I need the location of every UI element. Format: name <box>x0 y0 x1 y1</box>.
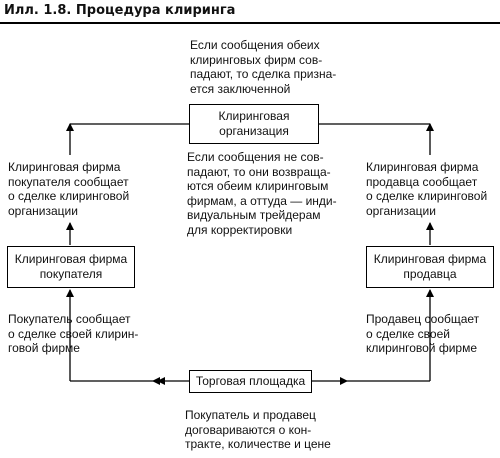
note-buyer-firm-reports: Клиринговая фирма покупателя сообщает о … <box>8 160 130 218</box>
arrowhead-bottom-right <box>340 377 348 385</box>
arrowhead-bottom-left <box>152 377 160 385</box>
seller-clearing-firm-box: Клиринговая фирма продавца <box>366 246 494 288</box>
note-mismatch: Если сообщения не сов- падают, то они во… <box>187 150 337 237</box>
figure-title: Илл. 1.8. Процедура клиринга <box>4 3 236 18</box>
clearing-organization-box: Клиринговая организация <box>189 104 319 144</box>
note-top-match: Если сообщения обеих клиринговых фирм со… <box>190 38 337 96</box>
title-underline <box>0 22 500 24</box>
note-agreement: Покупатель и продавец договариваются о к… <box>185 408 331 451</box>
trading-floor-box: Торговая площадка <box>189 370 312 393</box>
note-buyer-reports: Покупатель сообщает о сделке своей клири… <box>8 312 139 355</box>
buyer-clearing-firm-box: Клиринговая фирма покупателя <box>7 246 135 288</box>
note-seller-firm-reports: Клиринговая фирма продавца сообщает о сд… <box>366 160 488 218</box>
note-seller-reports: Продавец сообщает о сделке своей клиринг… <box>366 312 480 355</box>
